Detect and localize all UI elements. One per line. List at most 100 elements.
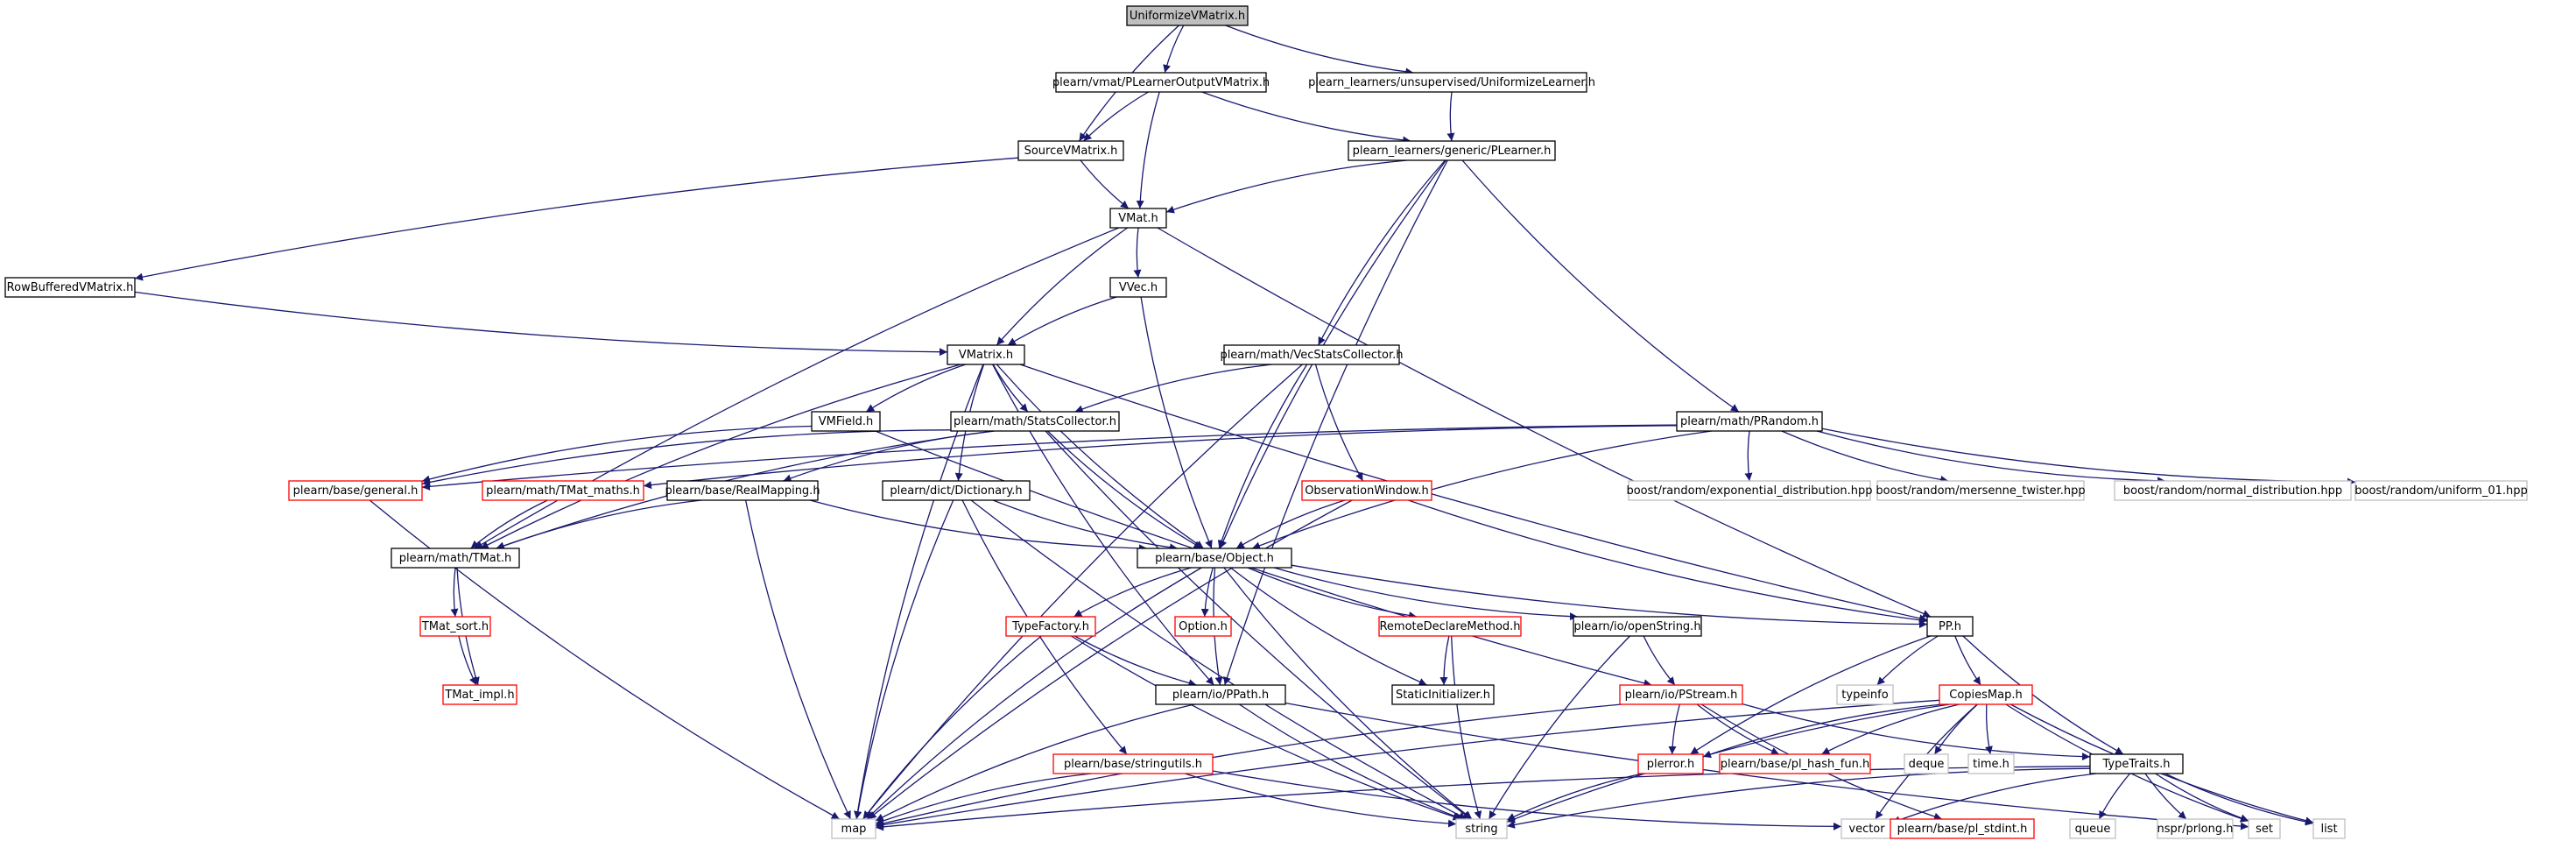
node-plstdint[interactable]: plearn/base/pl_stdint.h bbox=[1890, 818, 2035, 839]
dependency-edges bbox=[134, 25, 2356, 831]
node-plhash[interactable]: plearn/base/pl_hash_fun.h bbox=[1719, 753, 1871, 774]
node-copiesmap[interactable]: CopiesMap.h bbox=[1939, 684, 2033, 705]
node-option-label: Option.h bbox=[1179, 620, 1228, 633]
node-tmat[interactable]: plearn/math/TMat.h bbox=[391, 548, 520, 569]
node-stringutils-label: plearn/base/stringutils.h bbox=[1064, 758, 1202, 771]
node-observationwindow[interactable]: ObservationWindow.h bbox=[1301, 480, 1432, 501]
node-plerror[interactable]: plerror.h bbox=[1637, 753, 1704, 774]
node-mersenne-label: boost/random/mersenne_twister.hpp bbox=[1876, 484, 2085, 498]
node-uniformizevmatrix-box bbox=[1126, 5, 1249, 26]
node-uniformizevmatrix[interactable]: UniformizeVMatrix.h bbox=[1126, 5, 1249, 26]
node-plearneroutputvmatrix-box bbox=[1055, 72, 1267, 93]
node-timeh-label: time.h bbox=[1973, 758, 2009, 771]
node-option[interactable]: Option.h bbox=[1174, 616, 1232, 637]
node-nsprlong-box bbox=[2157, 818, 2234, 839]
node-vmatrix[interactable]: VMatrix.h bbox=[947, 344, 1025, 365]
node-pp-box bbox=[1926, 616, 1974, 637]
file-nodes: UniformizeVMatrix.h plearn/vmat/PLearnerO… bbox=[4, 5, 2528, 839]
node-map: map bbox=[831, 818, 876, 839]
node-statscollector[interactable]: plearn/math/StatsCollector.h bbox=[950, 411, 1120, 432]
edge-typetraits-to-queue bbox=[2098, 773, 2131, 820]
node-realmapping[interactable]: plearn/base/RealMapping.h bbox=[665, 480, 820, 501]
node-typetraits[interactable]: TypeTraits.h bbox=[2089, 753, 2184, 774]
node-tmatsort[interactable]: TMat_sort.h bbox=[419, 616, 491, 637]
node-pp[interactable]: PP.h bbox=[1926, 616, 1974, 637]
node-realmapping-box bbox=[666, 480, 819, 501]
edge-ppath-to-string bbox=[1239, 703, 1463, 821]
node-set-label: set bbox=[2256, 823, 2273, 836]
node-vmfield[interactable]: VMField.h bbox=[811, 411, 881, 432]
node-dictionary-label: plearn/dict/Dictionary.h bbox=[890, 484, 1022, 498]
edge-sourcevmatrix-to-vmat bbox=[1080, 159, 1130, 209]
edge-typetraits-to-nsprlong bbox=[2144, 773, 2187, 820]
node-tmatmaths[interactable]: plearn/math/TMat_maths.h bbox=[482, 480, 644, 501]
node-sourcevmatrix[interactable]: SourceVMatrix.h bbox=[1017, 140, 1124, 161]
node-mersenne: boost/random/mersenne_twister.hpp bbox=[1876, 480, 2086, 501]
node-general-label: plearn/base/general.h bbox=[293, 484, 419, 498]
node-staticinit[interactable]: StaticInitializer.h bbox=[1391, 684, 1495, 705]
node-queue-box bbox=[2069, 818, 2116, 839]
node-option-box bbox=[1174, 616, 1232, 637]
edge-tmatsort-to-tmatimpl bbox=[458, 635, 477, 686]
node-plearner[interactable]: plearn_learners/generic/PLearner.h bbox=[1348, 140, 1556, 161]
node-typefactory[interactable]: TypeFactory.h bbox=[1005, 616, 1096, 637]
node-object-label: plearn/base/Object.h bbox=[1155, 552, 1274, 565]
node-tmat-label: plearn/math/TMat.h bbox=[399, 552, 512, 565]
node-ppath[interactable]: plearn/io/PPath.h bbox=[1155, 684, 1286, 705]
node-dictionary[interactable]: plearn/dict/Dictionary.h bbox=[882, 480, 1031, 501]
edge-statscollector-to-object bbox=[1047, 430, 1202, 549]
node-vector: vector bbox=[1841, 818, 1893, 839]
edge-vmatrix-to-tmat bbox=[480, 364, 961, 549]
edge-uniformizevmatrix-to-plearneroutputvmatrix bbox=[1163, 25, 1185, 74]
node-plearneroutputvmatrix-label: plearn/vmat/PLearnerOutputVMatrix.h bbox=[1052, 76, 1270, 89]
edge-prandom-to-exp_dist bbox=[1744, 430, 1753, 482]
node-plhash-label: plearn/base/pl_hash_fun.h bbox=[1721, 758, 1869, 771]
node-remotedeclare[interactable]: RemoteDeclareMethod.h bbox=[1378, 616, 1522, 637]
edge-typefactory-to-string bbox=[1071, 635, 1461, 821]
edge-vmat-to-vmatrix bbox=[996, 227, 1129, 346]
node-typefactory-box bbox=[1005, 616, 1096, 637]
node-plearneroutputvmatrix[interactable]: plearn/vmat/PLearnerOutputVMatrix.h bbox=[1052, 72, 1270, 93]
node-vmatrix-label: VMatrix.h bbox=[959, 349, 1013, 362]
node-sourcevmatrix-label: SourceVMatrix.h bbox=[1024, 145, 1118, 158]
node-typefactory-label: TypeFactory.h bbox=[1011, 620, 1089, 633]
node-vecstats-label: plearn/math/VecStatsCollector.h bbox=[1220, 349, 1403, 362]
node-typetraits-box bbox=[2089, 753, 2184, 774]
node-uniformizelearner[interactable]: plearn_learners/unsupervised/UniformizeL… bbox=[1308, 72, 1595, 93]
node-exp_dist-box bbox=[1628, 480, 1871, 501]
edge-stringutils-to-string bbox=[1185, 773, 1457, 828]
edge-prandom-to-object bbox=[1251, 430, 1712, 550]
node-rowbuffered[interactable]: RowBufferedVMatrix.h bbox=[4, 277, 136, 298]
node-openstring[interactable]: plearn/io/openString.h bbox=[1573, 616, 1702, 637]
node-vmat[interactable]: VMat.h bbox=[1109, 208, 1167, 229]
edge-realmapping-to-object bbox=[809, 499, 1148, 553]
node-typeinfo: typeinfo bbox=[1836, 684, 1894, 705]
node-set: set bbox=[2248, 818, 2281, 839]
node-staticinit-label: StaticInitializer.h bbox=[1396, 689, 1490, 702]
node-general[interactable]: plearn/base/general.h bbox=[288, 480, 423, 501]
edge-tmat-to-tmatsort bbox=[450, 567, 459, 618]
node-pstream[interactable]: plearn/io/PStream.h bbox=[1619, 684, 1743, 705]
edge-rowbuffered-to-vmatrix bbox=[134, 291, 948, 357]
edge-remotedeclare-to-staticinit bbox=[1439, 635, 1450, 686]
node-prandom-label: plearn/math/PRandom.h bbox=[1680, 415, 1819, 428]
edge-vmat-to-pp bbox=[1157, 227, 1932, 618]
edge-realmapping-to-map bbox=[744, 499, 851, 820]
edge-tmatmaths-to-tmat bbox=[470, 499, 548, 549]
edge-sourcevmatrix-to-rowbuffered bbox=[134, 157, 1019, 281]
node-uniform01: boost/random/uniform_01.hpp bbox=[2354, 480, 2528, 501]
edge-object-to-map bbox=[866, 567, 1202, 820]
node-string-label: string bbox=[1465, 823, 1497, 836]
node-tmatimpl-box bbox=[442, 684, 517, 705]
node-object[interactable]: plearn/base/Object.h bbox=[1137, 548, 1292, 569]
node-vvec[interactable]: VVec.h bbox=[1109, 277, 1167, 298]
edge-prandom-to-normal_dist bbox=[1816, 430, 2166, 485]
edge-prandom-to-general bbox=[421, 424, 1678, 491]
edge-typefactory-to-map bbox=[862, 635, 1042, 820]
node-stringutils[interactable]: plearn/base/stringutils.h bbox=[1052, 753, 1214, 774]
node-mersenne-box bbox=[1876, 480, 2085, 501]
node-tmatimpl[interactable]: TMat_impl.h bbox=[442, 684, 517, 705]
node-vecstats[interactable]: plearn/math/VecStatsCollector.h bbox=[1220, 344, 1404, 365]
node-prandom[interactable]: plearn/math/PRandom.h bbox=[1676, 411, 1823, 432]
node-queue-label: queue bbox=[2075, 823, 2111, 836]
